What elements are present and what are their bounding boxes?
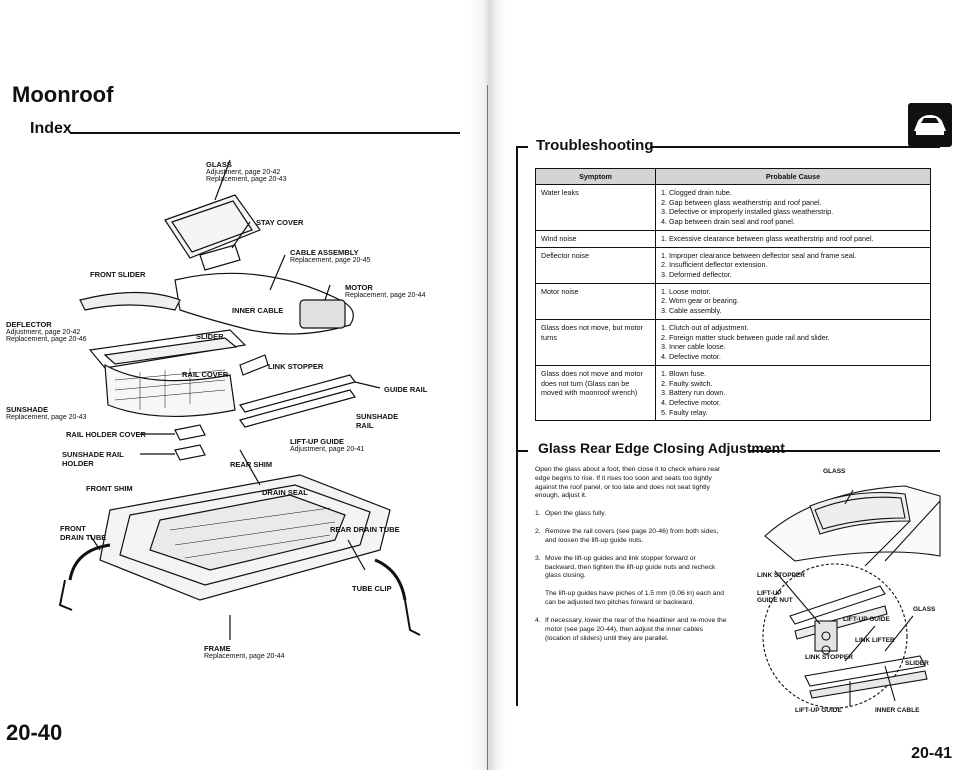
label-slider: SLIDER — [196, 332, 224, 341]
cause-cell: 1. Excessive clearance between glass wea… — [655, 229, 931, 248]
table-row: Deflector noise 1. Improper clearance be… — [535, 246, 931, 284]
fig-label-lift-up-guide-nut: LIFT-UP GUIDE NUT — [757, 590, 793, 604]
table-header-row: Symptom Probable Cause — [535, 168, 931, 185]
adjustment-instructions: Open the glass about a foot, then close … — [535, 466, 727, 652]
page-title: Moonroof — [12, 82, 114, 107]
symptom-cell: Glass does not move and motor does not t… — [535, 364, 656, 422]
step-4: 4.If necessary, lower the rear of the he… — [535, 616, 727, 642]
label-front-shim: FRONT SHIM — [86, 484, 133, 493]
table-row: Water leaks 1. Clogged drain tube. 2. Ga… — [535, 184, 931, 231]
fig-label-link-stopper-bot: LINK STOPPER — [805, 654, 853, 661]
right-page: Troubleshooting Symptom Probable Cause W… — [480, 0, 960, 770]
fig-label-lift-up-guide-mid: LIFT-UP GUIDE — [843, 616, 890, 623]
subtitle-rule — [70, 132, 460, 134]
label-front-drain-tube: FRONT DRAIN TUBE — [60, 524, 107, 542]
step-2: 2.Remove the rail covers (see page 20-46… — [535, 528, 719, 544]
fig-label-glass-right: GLASS — [913, 606, 936, 613]
step-1: 1.Open the glass fully. — [535, 510, 607, 518]
troubleshooting-title: Troubleshooting — [536, 137, 654, 154]
adjustment-intro: Open the glass about a foot, then close … — [535, 466, 721, 500]
table-row: Wind noise 1. Excessive clearance betwee… — [535, 229, 931, 248]
page-number: 20-40 — [6, 720, 63, 745]
column-header-cause: Probable Cause — [655, 168, 931, 185]
symptom-cell: Deflector noise — [535, 246, 656, 284]
label-guide-rail: GUIDE RAIL — [384, 385, 428, 394]
step-3-note: The lift-up guides have piches of 1.5 mm… — [545, 590, 725, 607]
symptom-cell: Wind noise — [535, 229, 656, 248]
table-row: Glass does not move, but motor turns 1. … — [535, 318, 931, 366]
cause-cell: 1. Blown fuse. 2. Faulty switch. 3. Batt… — [655, 364, 931, 422]
column-header-symptom: Symptom — [535, 168, 656, 185]
fig-label-lift-up-guide-bot: LIFT-UP GUIDE — [795, 707, 842, 714]
label-rail-cover: RAIL COVER — [182, 370, 229, 379]
cause-cell: 1. Clutch out of adjustment. 2. Foreign … — [655, 318, 931, 366]
step-3: 3.Move the lift-up guides and link stopp… — [535, 554, 716, 580]
symptom-cell: Water leaks — [535, 184, 656, 231]
exploded-diagram: GLASS Adjustment, page 20-42 Replacement… — [0, 150, 480, 710]
troubleshooting-rule — [650, 146, 940, 148]
spine-line — [487, 85, 488, 770]
fig-label-inner-cable: INNER CABLE — [875, 707, 920, 714]
label-link-stopper: LINK STOPPER — [268, 362, 324, 371]
label-cable-assembly: CABLE ASSEMBLY Replacement, page 20-45 — [290, 248, 371, 264]
label-stay-cover: STAY COVER — [256, 218, 304, 227]
label-rail-holder-cover: RAIL HOLDER COVER — [66, 430, 146, 439]
label-sunshade: SUNSHADE Replacement, page 20-43 — [6, 405, 87, 421]
table-row: Motor noise 1. Loose motor. 2. Worn gear… — [535, 282, 931, 320]
left-page: Moonroof Index — [0, 82, 480, 745]
troubleshooting-table: Symptom Probable Cause Water leaks 1. Cl… — [535, 168, 931, 422]
symptom-cell: Glass does not move, but motor turns — [535, 318, 656, 366]
exploded-view-illustration — [58, 159, 421, 640]
symptom-cell: Motor noise — [535, 282, 656, 320]
adjustment-rule — [748, 450, 940, 452]
label-drain-seal: DRAIN SEAL — [262, 488, 308, 497]
car-section-icon — [908, 103, 952, 147]
label-tube-clip: TUBE CLIP — [352, 584, 392, 593]
cause-cell: 1. Loose motor. 2. Worn gear or bearing.… — [655, 282, 931, 320]
label-deflector: DEFLECTOR Adjustment, page 20-42 Replace… — [6, 320, 87, 343]
cause-cell: 1. Clogged drain tube. 2. Gap between gl… — [655, 184, 931, 231]
label-inner-cable: INNER CABLE — [232, 306, 284, 315]
table-row: Glass does not move and motor does not t… — [535, 364, 931, 422]
page-number: 20-41 — [911, 745, 952, 762]
adjustment-figure: GLASS LINK STOPPER LIFT-UP GUIDE NUT LIF… — [735, 466, 945, 716]
label-rear-shim: REAR SHIM — [230, 460, 273, 469]
adjustment-title: Glass Rear Edge Closing Adjustment — [538, 440, 785, 456]
lift-up-guide-illustration — [762, 485, 941, 709]
fig-label-glass-top: GLASS — [823, 468, 846, 475]
label-rear-drain-tube: REAR DRAIN TUBE — [330, 525, 400, 534]
label-front-slider: FRONT SLIDER — [90, 270, 146, 279]
fig-label-link-lifter: LINK LIFTER — [855, 637, 895, 644]
fig-label-slider: SLIDER — [905, 660, 929, 667]
label-frame: FRAME Replacement, page 20-44 — [204, 644, 285, 660]
label-sunshade-rail-holder: SUNSHADE RAIL HOLDER — [62, 450, 124, 468]
fig-label-link-stopper-top: LINK STOPPER — [757, 572, 805, 579]
adjustment-bracket — [516, 450, 528, 460]
troubleshooting-bracket — [516, 146, 528, 706]
book-spine — [470, 0, 506, 770]
label-motor: MOTOR Replacement, page 20-44 — [345, 283, 426, 299]
cause-cell: 1. Improper clearance between deflector … — [655, 246, 931, 284]
section-subtitle: Index — [30, 120, 72, 137]
label-sunshade-rail: SUNSHADE RAIL — [356, 412, 399, 430]
label-lift-up-guide: LIFT-UP GUIDE Adjustment, page 20-41 — [290, 437, 365, 453]
label-glass: GLASS Adjustment, page 20-42 Replacement… — [206, 160, 287, 183]
